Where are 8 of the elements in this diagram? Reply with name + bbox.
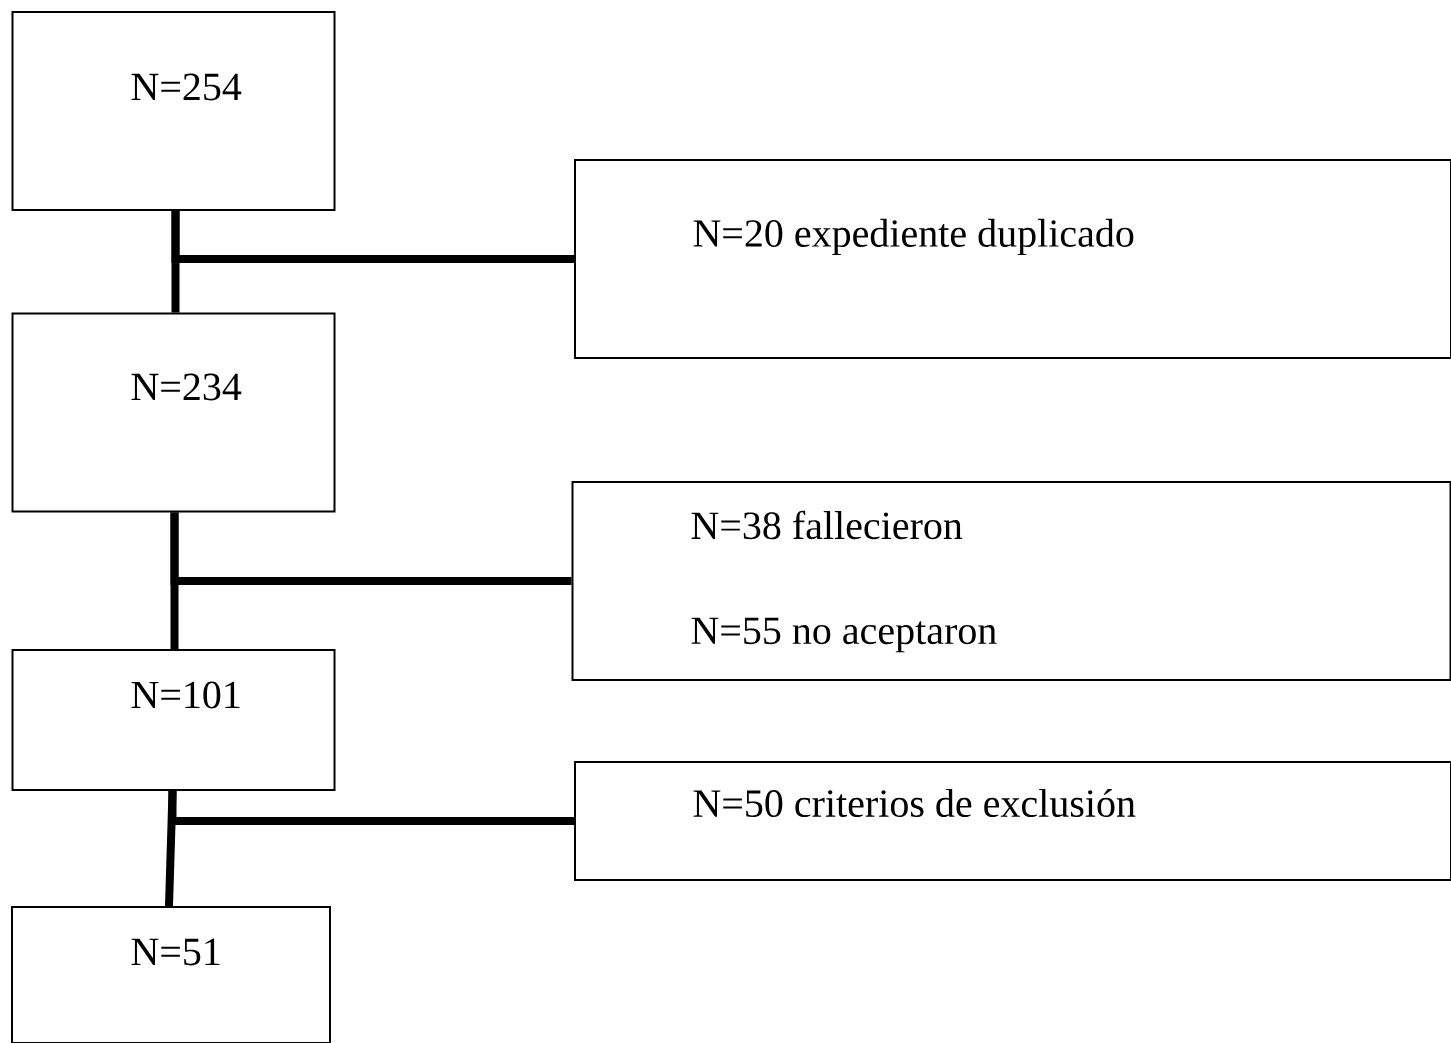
flow-box: N=101: [11, 649, 336, 791]
flow-box: N=51: [11, 906, 331, 1043]
flow-box: N=20 expediente duplicado: [574, 159, 1451, 359]
flow-box: N=234: [11, 312, 336, 513]
flow-box: N=254: [11, 11, 336, 211]
connector-line: [165, 790, 177, 907]
flow-box: N=38 fallecieron N=55 no aceptaron: [571, 481, 1451, 681]
flow-box: N=50 criterios de exclusión: [574, 761, 1451, 881]
